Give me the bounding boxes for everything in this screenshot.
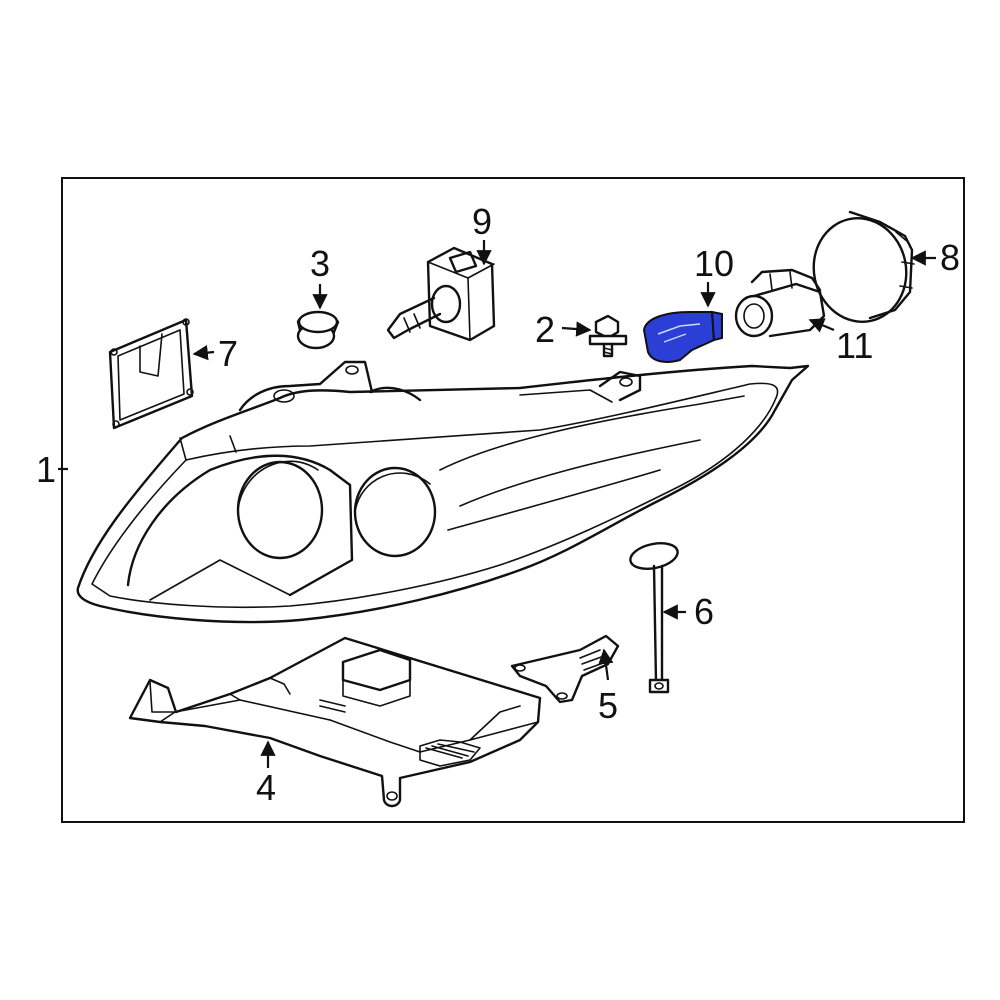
callout-3[interactable]: 3: [310, 243, 330, 284]
callout-4[interactable]: 4: [256, 767, 276, 808]
callout-10[interactable]: 10: [694, 243, 734, 284]
callout-2[interactable]: 2: [535, 309, 555, 350]
callout-8[interactable]: 8: [940, 237, 960, 278]
callout-1[interactable]: 1: [36, 449, 56, 490]
bolt-part[interactable]: [588, 314, 628, 358]
gasket-plate-part[interactable]: [108, 318, 194, 430]
callout-5[interactable]: 5: [598, 685, 618, 726]
diagram-frame: [61, 177, 965, 823]
callout-6[interactable]: 6: [694, 591, 714, 632]
highlighted-bulb-part[interactable]: [642, 310, 723, 363]
callout-9[interactable]: 9: [472, 201, 492, 242]
leader-lines: [58, 240, 936, 768]
headlamp-assembly-part[interactable]: [76, 360, 810, 624]
plug-cap-part[interactable]: [296, 310, 340, 350]
callout-labels: 1 2 3 4 5 6 7 8 9 10 11: [36, 201, 960, 808]
socket-part[interactable]: [734, 268, 826, 338]
cover-cap-part[interactable]: [804, 210, 916, 331]
lower-shield-part[interactable]: [128, 636, 542, 808]
callout-7[interactable]: 7: [218, 333, 238, 374]
adjuster-pin-part[interactable]: [628, 539, 680, 694]
callout-11[interactable]: 11: [836, 325, 873, 366]
bulb-with-socket-part[interactable]: [386, 246, 496, 342]
